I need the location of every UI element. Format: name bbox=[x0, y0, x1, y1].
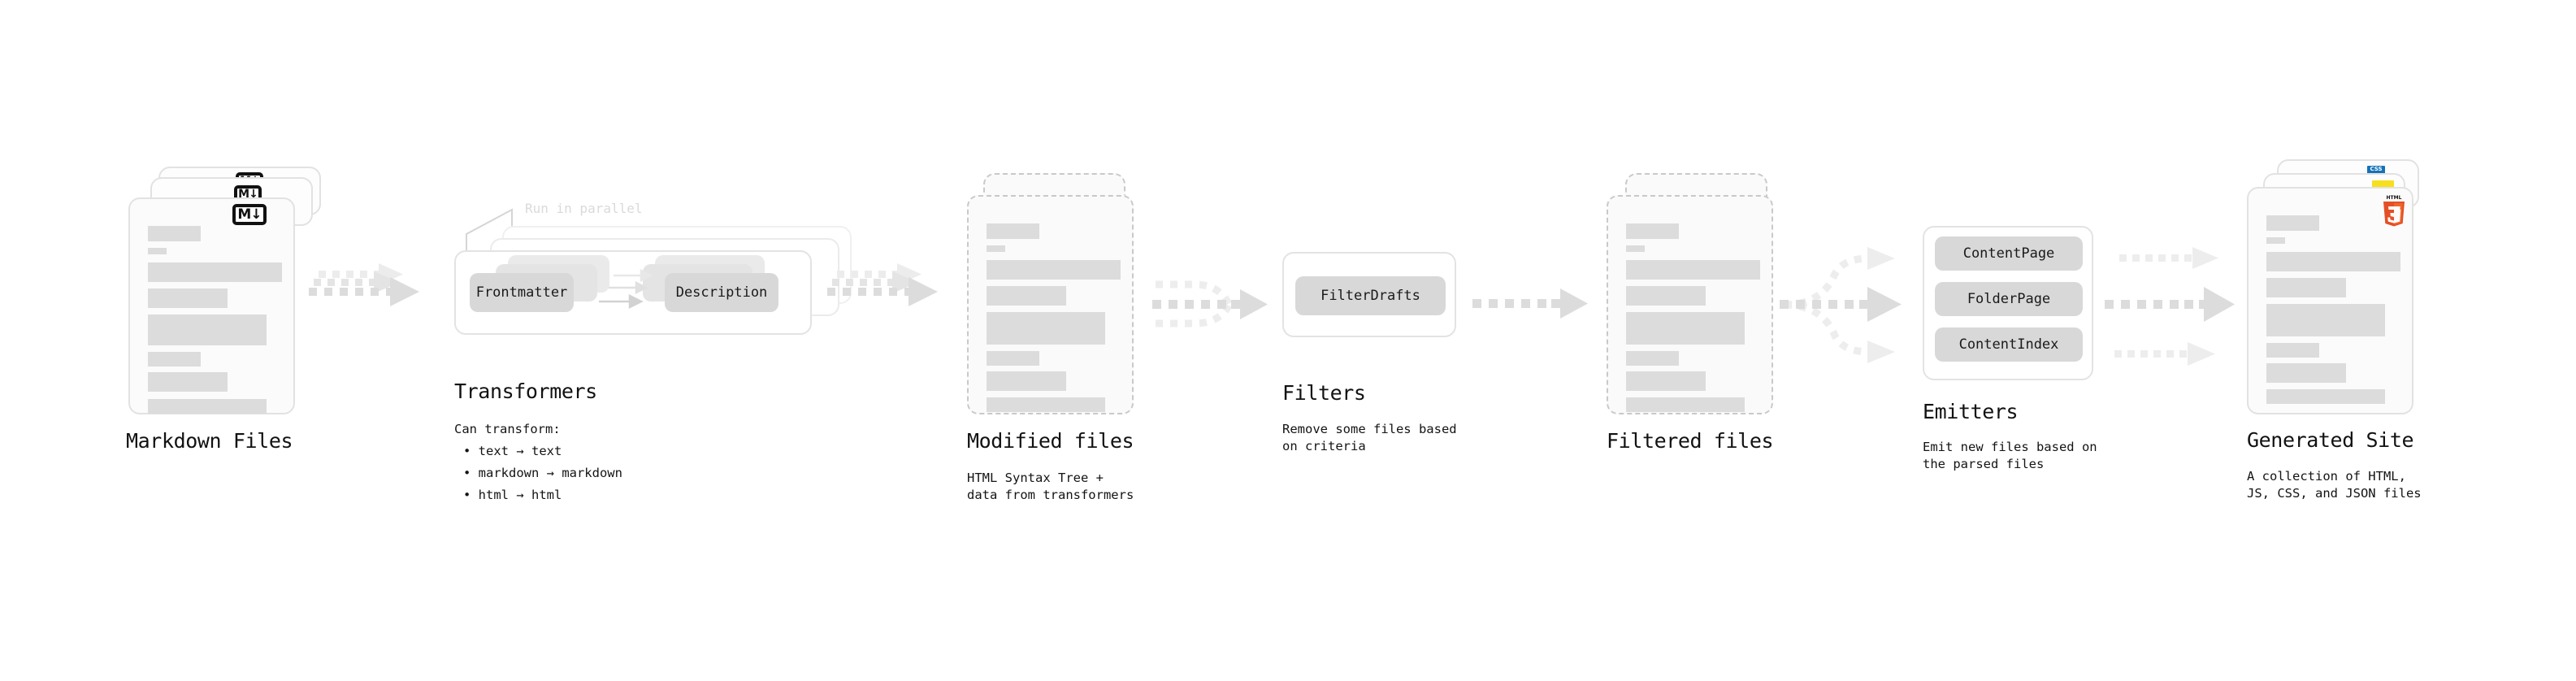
skeleton-line bbox=[1626, 371, 1706, 391]
filter-chip-filterdrafts[interactable]: FilterDrafts bbox=[1295, 276, 1446, 315]
stage-desc-generated-site: A collection of HTML, JS, CSS, and JSON … bbox=[2247, 469, 2422, 501]
skeleton-line bbox=[148, 226, 201, 241]
chip-label: ContentIndex bbox=[1958, 336, 2059, 353]
markdown-icon-label: M↓ bbox=[237, 206, 262, 223]
run-in-parallel-label: Run in parallel bbox=[525, 201, 643, 216]
conn-modified-to-filters bbox=[1152, 280, 1268, 327]
skeleton-line bbox=[148, 314, 267, 345]
css-icon-label: CSS bbox=[2370, 166, 2383, 172]
skeleton-line bbox=[2266, 363, 2346, 383]
skeleton-line bbox=[1626, 312, 1745, 345]
transformers-inner-arrows bbox=[599, 268, 653, 310]
skeleton-line bbox=[1626, 286, 1706, 306]
chip-label: FolderPage bbox=[1967, 291, 2051, 307]
stage-desc-filters: Remove some files based on criteria bbox=[1282, 422, 1457, 453]
skeleton-line bbox=[987, 245, 1005, 252]
stage-title-generated-site: Generated Site bbox=[2247, 428, 2414, 452]
stage-desc-transformers: Can transform: bbox=[454, 422, 561, 436]
skeleton-line bbox=[148, 352, 201, 367]
skeleton-line bbox=[148, 399, 267, 414]
html5-icon: HTML bbox=[2383, 195, 2405, 227]
conn-filters-to-filtered bbox=[1472, 288, 1588, 319]
skeleton-line bbox=[148, 262, 282, 282]
site-card-front bbox=[2247, 187, 2413, 414]
emitter-chip-contentpage[interactable]: ContentPage bbox=[1935, 236, 2083, 271]
skeleton-line bbox=[1626, 223, 1679, 239]
stage-title-filtered-files: Filtered files bbox=[1607, 429, 1774, 453]
transformers-bullet-0: • text → text bbox=[463, 444, 562, 458]
skeleton-line bbox=[987, 312, 1105, 345]
transformers-bullet-1: • markdown → markdown bbox=[463, 466, 622, 480]
stage-title-emitters: Emitters bbox=[1923, 400, 2019, 423]
skeleton-line bbox=[148, 372, 228, 392]
run-in-parallel-bracket bbox=[466, 208, 513, 260]
stage-title-modified-files: Modified files bbox=[967, 429, 1134, 453]
conn-emitters-to-site bbox=[2105, 247, 2235, 366]
skeleton-line bbox=[987, 223, 1039, 239]
conn-filtered-to-emitters bbox=[1780, 247, 1902, 363]
skeleton-line bbox=[1626, 351, 1679, 366]
skeleton-line bbox=[2266, 215, 2319, 231]
skeleton-line bbox=[148, 248, 167, 254]
skeleton-line bbox=[2266, 252, 2400, 271]
skeleton-line bbox=[987, 351, 1039, 366]
emitter-chip-contentindex[interactable]: ContentIndex bbox=[1935, 327, 2083, 362]
stage-desc-modified-files: HTML Syntax Tree + data from transformer… bbox=[967, 471, 1134, 502]
skeleton-line bbox=[2266, 278, 2346, 297]
skeleton-line bbox=[1626, 245, 1645, 252]
chip-label: Description bbox=[675, 284, 768, 301]
skeleton-line bbox=[2266, 389, 2385, 404]
stage-title-markdown-files: Markdown Files bbox=[126, 429, 293, 453]
transformer-chip-description[interactable]: Description bbox=[665, 273, 778, 312]
conn-transformers-to-modified bbox=[827, 263, 938, 306]
emitter-chip-folderpage[interactable]: FolderPage bbox=[1935, 282, 2083, 316]
chip-label: Frontmatter bbox=[475, 284, 568, 301]
skeleton-line bbox=[987, 260, 1121, 280]
markdown-icon: M↓ bbox=[232, 204, 267, 225]
skeleton-line bbox=[2266, 237, 2285, 244]
skeleton-line bbox=[1626, 260, 1760, 280]
stage-desc-emitters: Emit new files based on the parsed files bbox=[1923, 440, 2097, 471]
skeleton-line bbox=[987, 397, 1105, 412]
stage-title-transformers: Transformers bbox=[454, 380, 597, 403]
chip-label: ContentPage bbox=[1962, 245, 2055, 262]
transformers-bullet-2: • html → html bbox=[463, 488, 562, 502]
transformer-chip-frontmatter[interactable]: Frontmatter bbox=[470, 273, 574, 312]
conn-md-to-transformers bbox=[309, 263, 419, 306]
skeleton-line bbox=[987, 371, 1066, 391]
skeleton-line bbox=[148, 288, 228, 308]
markdown-card-front bbox=[128, 197, 295, 414]
skeleton-line bbox=[2266, 343, 2319, 358]
filtered-card-front bbox=[1607, 195, 1773, 414]
markdown-icon-label: M↓ bbox=[238, 188, 258, 201]
stage-title-filters: Filters bbox=[1282, 381, 1366, 405]
skeleton-line bbox=[2266, 304, 2385, 336]
skeleton-line bbox=[1626, 397, 1745, 412]
skeleton-line bbox=[987, 286, 1066, 306]
chip-label: FilterDrafts bbox=[1321, 288, 1420, 304]
modified-card-front bbox=[967, 195, 1134, 414]
svg-text:HTML: HTML bbox=[2387, 195, 2402, 201]
